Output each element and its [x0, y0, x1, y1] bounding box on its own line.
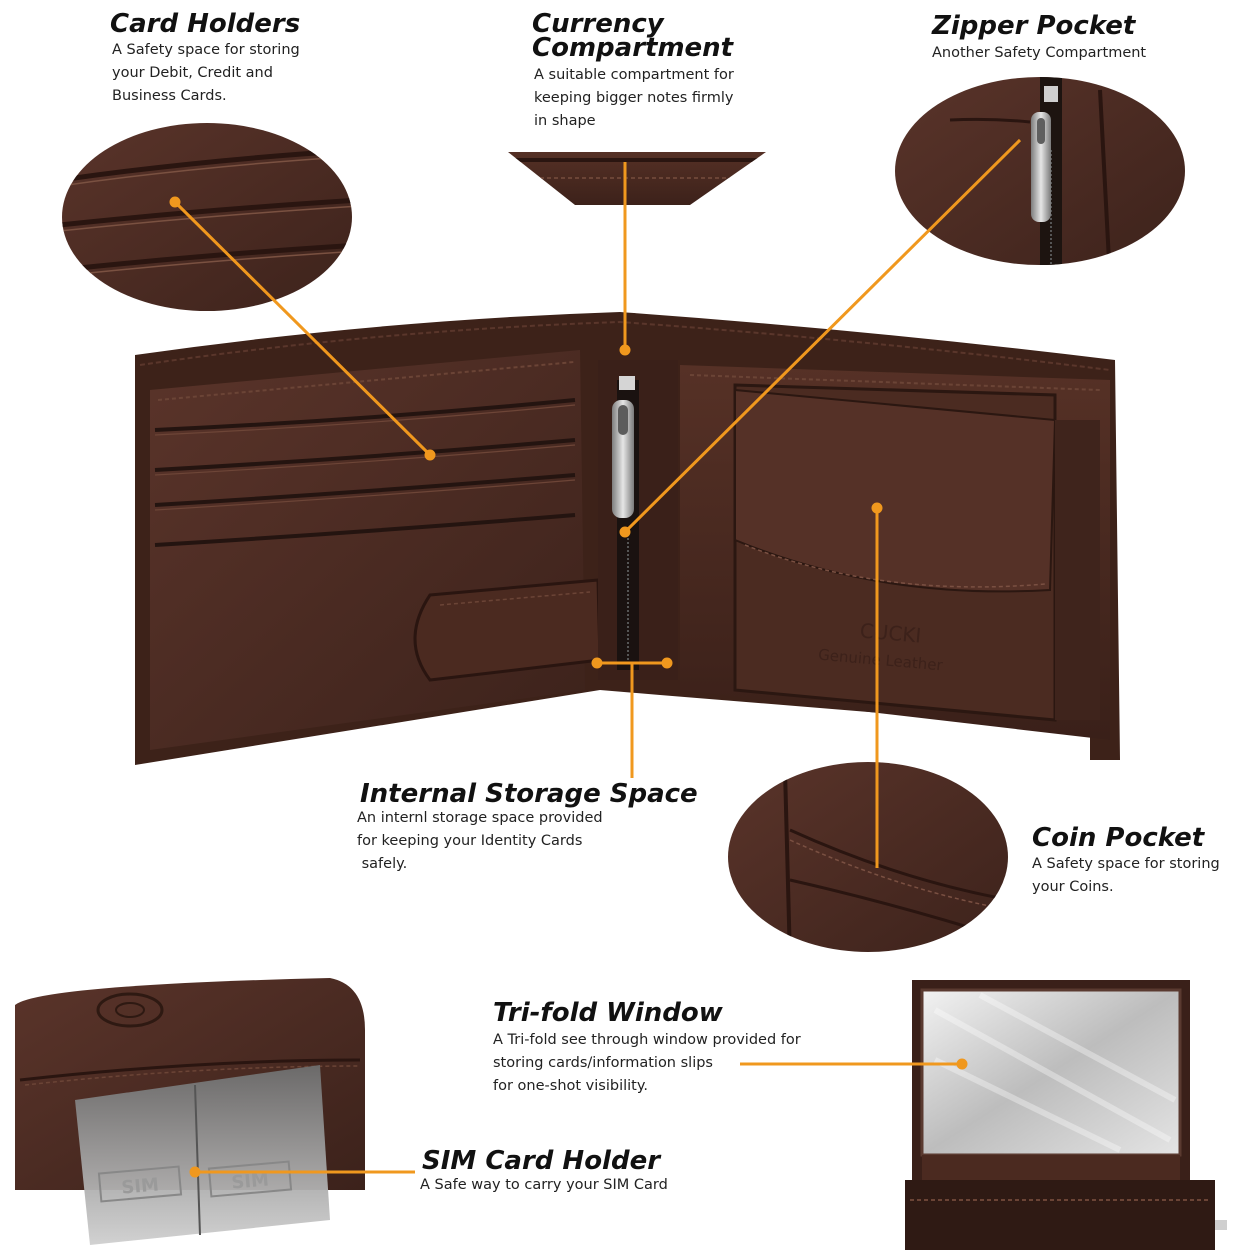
description-line: storing cards/information slips [493, 1055, 713, 1071]
sim-holder-photo [15, 978, 365, 1245]
brand-imprint: CUCKI [859, 618, 922, 647]
description-line: An internl storage space provided [357, 810, 603, 826]
title-line: Compartment [532, 33, 734, 63]
sim-tag-1: SIM [121, 1174, 160, 1198]
sim-card-holder-title: SIM Card Holder [422, 1146, 661, 1176]
card-holders-description: A Safety space for storing your Debit, C… [112, 39, 300, 108]
zipper-pocket-description: Another Safety Compartment [932, 42, 1146, 65]
description-line: your Debit, Credit and [112, 65, 273, 81]
description-line: A Safety space for storing [1032, 856, 1220, 872]
description-line: in shape [534, 113, 596, 129]
description-line: A suitable compartment for [534, 67, 734, 83]
description-line: A Tri-fold see through window provided f… [493, 1032, 801, 1048]
description-line: for one-shot visibility. [493, 1078, 648, 1094]
internal-storage-description: An internl storage space provided for ke… [357, 807, 603, 876]
trifold-window-photo [905, 980, 1227, 1250]
card-holders-zoom [62, 123, 352, 311]
internal-storage-title: Internal Storage Space [360, 779, 698, 809]
pointer-lines [169, 138, 1022, 1178]
description-line: Business Cards. [112, 88, 227, 104]
trifold-window-description: A Tri-fold see through window provided f… [493, 1029, 801, 1098]
currency-zoom [508, 152, 766, 205]
currency-compartment-description: A suitable compartment for keeping bigge… [534, 64, 734, 133]
description-line: for keeping your Identity Cards [357, 833, 583, 849]
card-holders-title: Card Holders [110, 9, 301, 39]
currency-compartment-title: Currency Compartment [532, 9, 734, 63]
zipper-zoom [895, 77, 1185, 265]
description-line: Another Safety Compartment [932, 45, 1147, 61]
sim-card-holder-description: A Safe way to carry your SIM Card [420, 1174, 668, 1197]
description-line: A Safety space for storing [112, 42, 300, 58]
title-line: Currency [532, 9, 664, 39]
description-line: keeping bigger notes firmly [534, 90, 734, 106]
description-line: safely. [357, 856, 408, 872]
trifold-window-title: Tri-fold Window [493, 998, 723, 1028]
description-line: A Safe way to carry your SIM Card [420, 1177, 668, 1193]
coin-pocket-zoom [728, 762, 1008, 952]
description-line: your Coins. [1032, 879, 1114, 895]
open-wallet [135, 312, 1120, 765]
coin-pocket-title: Coin Pocket [1032, 823, 1205, 853]
coin-pocket-description: A Safety space for storing your Coins. [1032, 853, 1220, 899]
zipper-pocket-title: Zipper Pocket [932, 11, 1136, 41]
